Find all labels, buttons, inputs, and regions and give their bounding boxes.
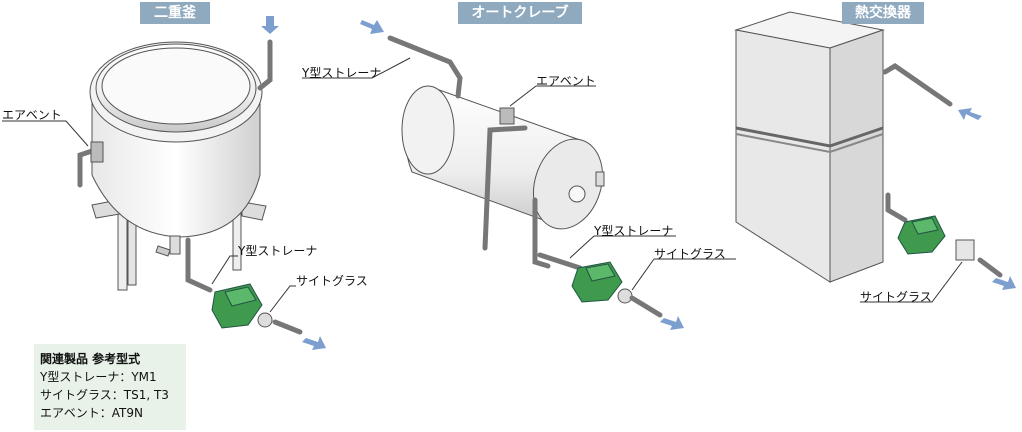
leader-kettle-sight-glass	[269, 285, 296, 313]
flow-arrows	[261, 16, 1016, 350]
related-products-title: 関連製品 参考型式	[40, 352, 141, 366]
autoclave-sight-glass	[617, 288, 633, 304]
autoclave-air-vent	[499, 107, 515, 125]
heat-exchanger-sight-glass	[955, 239, 975, 261]
heat-exchanger	[734, 11, 885, 283]
leader-kettle-air-vent	[2, 120, 89, 147]
label-autoclave-strainer-top: Y型ストレーナ	[302, 66, 382, 80]
related-product-line: サイトグラス：TS1, T3	[40, 388, 169, 402]
double-kettle	[89, 41, 267, 291]
leader-hx-sight-glass	[860, 261, 963, 303]
section-title-heat-exchanger: 熱交換器	[842, 2, 924, 24]
arrow-icon	[261, 16, 279, 34]
label-kettle-strainer: Y型ストレーナ	[238, 244, 318, 258]
related-products-box: 関連製品 参考型式 Y型ストレーナ：YM1 サイトグラス：TS1, T3 エアベ…	[34, 344, 186, 430]
arrow-icon	[660, 316, 684, 330]
heat-exchanger-steam-trap	[897, 215, 946, 255]
kettle-sight-glass	[257, 312, 273, 328]
leader-kettle-strainer	[211, 255, 238, 285]
label-autoclave-strainer: Y型ストレーナ	[594, 224, 674, 238]
arrow-icon	[958, 108, 982, 120]
leader-autoclave-air-vent	[509, 85, 596, 107]
leader-autoclave-sight-glass	[631, 258, 736, 291]
label-autoclave-air-vent: エアベント	[536, 74, 596, 88]
leader-autoclave-strainer	[569, 235, 676, 259]
label-hx-sight-glass: サイトグラス	[860, 290, 932, 304]
label-kettle-sight-glass: サイトグラス	[296, 274, 368, 288]
leader-autoclave-strainer-top	[302, 57, 411, 79]
arrow-icon	[360, 20, 384, 34]
autoclave	[401, 85, 605, 230]
related-product-line: Y型ストレーナ：YM1	[40, 370, 157, 384]
section-title-autoclave: オートクレーブ	[458, 2, 582, 24]
arrow-icon	[992, 276, 1016, 290]
label-kettle-air-vent: エアベント	[2, 108, 62, 122]
related-product-line: エアベント：AT9N	[40, 406, 143, 420]
autoclave-steam-trap	[571, 261, 623, 303]
label-autoclave-sight-glass: サイトグラス	[654, 247, 726, 261]
kettle-steam-trap	[211, 283, 263, 329]
kettle-air-vent	[90, 141, 104, 163]
section-title-kettle: 二重釜	[140, 2, 210, 24]
arrow-icon	[302, 336, 326, 350]
